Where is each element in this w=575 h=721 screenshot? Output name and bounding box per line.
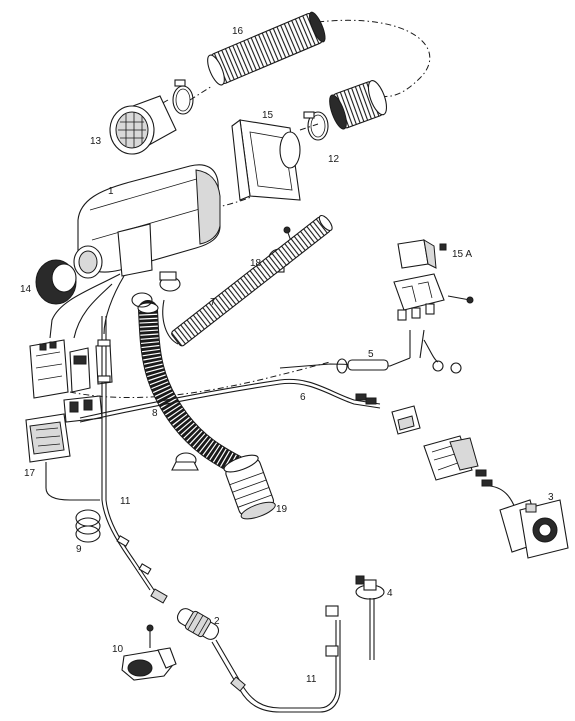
- label-2: 2: [214, 616, 220, 627]
- part-14-intake-cover: [35, 259, 77, 305]
- part-3-control-panel: [489, 485, 569, 559]
- label-16: 16: [232, 26, 244, 37]
- label-15: 15: [262, 110, 274, 121]
- part-15-outlet-frame: [231, 118, 301, 201]
- harness-socket: [423, 435, 493, 487]
- label-7: 7: [210, 297, 216, 308]
- fuel-line-fittings: [116, 535, 246, 692]
- label-1: 1: [108, 186, 114, 197]
- label-3: 3: [548, 492, 554, 503]
- part-2-fuel-pump: [176, 608, 220, 640]
- fuse-relay: [397, 239, 447, 269]
- label-8: 8: [152, 408, 158, 419]
- fuse-holder-block: [393, 273, 474, 321]
- part-1-heater-unit: [77, 164, 221, 277]
- part-13-hose-clamp: [172, 79, 194, 115]
- label-19: 19: [276, 504, 288, 515]
- part-5-power-cable: [279, 329, 462, 374]
- label-12: 12: [328, 154, 340, 165]
- part-4-fuel-standpipe: [355, 575, 385, 660]
- part-12-air-duct-end: [303, 80, 388, 141]
- label-11-lower: 11: [306, 674, 317, 685]
- label-5: 5: [368, 349, 374, 360]
- connector-plug: [69, 343, 113, 393]
- label-18: 18: [250, 258, 262, 269]
- harness-plug: [391, 405, 421, 435]
- part-11-fuel-line: [97, 316, 341, 713]
- label-4: 4: [387, 588, 393, 599]
- part-7-exhaust-pipe: [162, 214, 333, 347]
- label-14: 14: [20, 284, 32, 295]
- wiring-harness: [49, 273, 125, 339]
- label-10: 10: [112, 644, 124, 655]
- label-11-upper: 11: [120, 496, 131, 507]
- part-labels: 1 2 3 4 5 6 7 8 9 10 11 11 12 13 14 15 1…: [20, 26, 554, 685]
- part-1-air-intake: [73, 245, 103, 279]
- part-7-clamps: [131, 271, 181, 308]
- part-9-hose-clip: [75, 509, 101, 543]
- part-10-pump-bracket: [121, 624, 177, 681]
- part-8-intake-hose: [137, 300, 248, 476]
- label-13: 13: [90, 136, 102, 147]
- part-19-bracket: [171, 452, 199, 471]
- label-9: 9: [76, 544, 82, 555]
- part-13-air-outlet-grille: [109, 95, 177, 155]
- label-fuse-rating: 15 A: [452, 249, 472, 260]
- part-19-silencer: [223, 454, 276, 520]
- part-16-air-duct: [207, 11, 326, 86]
- part-6-cable-harness: [79, 378, 381, 423]
- connector-housing-upper: [29, 339, 69, 399]
- label-17: 17: [24, 468, 36, 479]
- part-17-control-unit: [25, 413, 100, 501]
- label-6: 6: [300, 392, 306, 403]
